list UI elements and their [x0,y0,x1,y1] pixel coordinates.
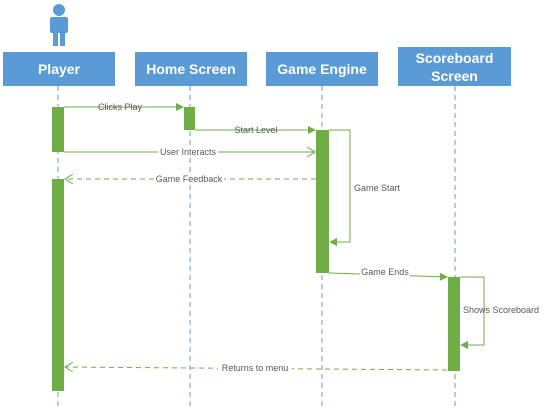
participant-home-screen-label: Home Screen [146,61,236,77]
message-game-feedback-label: Game Feedback [156,174,223,184]
label-bg [360,267,410,277]
message-game-ends-label: Game Ends [361,267,409,277]
label-bg [154,174,224,184]
message-shows-scoreboard-arrow [460,276,485,349]
activation-game-engine [316,130,329,273]
message-clicks-play-label: Clicks Play [98,102,143,112]
activation-player-2 [52,179,64,391]
message-start-level-label: Start Level [234,125,277,135]
participant-scoreboard-screen-label: Scoreboard Screen [415,49,494,84]
message-game-start-label: Game Start [354,183,401,193]
activation-player-1 [52,107,64,152]
participant-scoreboard-screen: Scoreboard Screen [398,47,511,86]
participant-home-screen: Home Screen [135,52,247,86]
participant-game-engine-label: Game Engine [277,61,367,77]
message-returns-to-menu-label: Returns to menu [222,363,289,373]
message-game-start-arrow [329,129,351,246]
participant-player: Player [3,52,115,86]
participant-player-label: Player [37,61,81,77]
label-bg [158,147,218,157]
activation-home-screen [184,107,195,130]
participant-game-engine: Game Engine [266,52,378,86]
message-shows-scoreboard-label: Shows Scoreboard [463,305,539,315]
activation-scoreboard-screen [448,277,460,371]
message-user-interacts-label: User Interacts [160,147,217,157]
person-icon [50,4,68,46]
label-bg [218,363,292,373]
